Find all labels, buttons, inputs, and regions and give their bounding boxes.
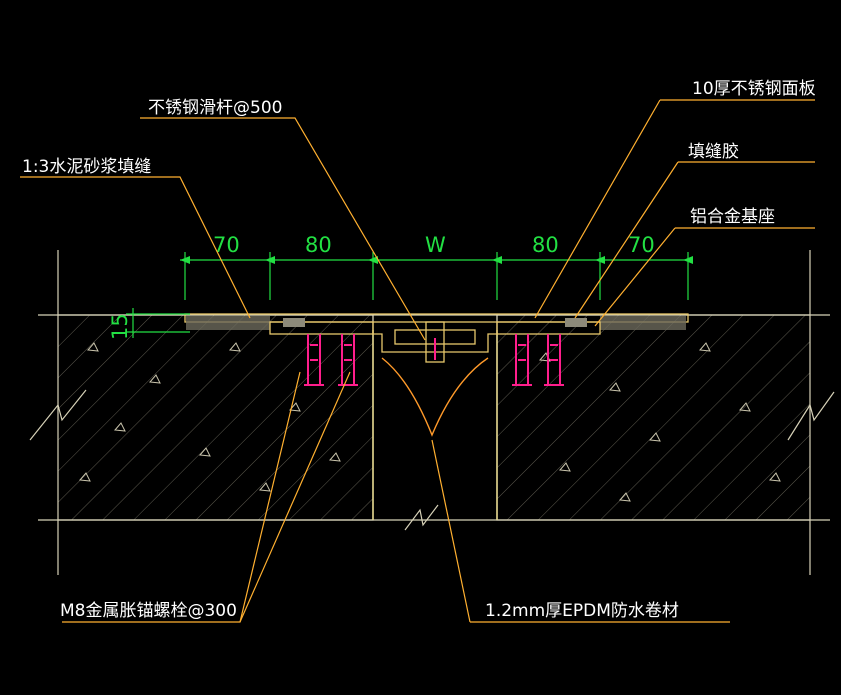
dim-70-right: 70 xyxy=(628,233,655,257)
dim-70-left: 70 xyxy=(213,233,240,257)
joint-gap xyxy=(372,330,498,520)
leader-lines xyxy=(20,99,815,623)
label-aluminium-base: 铝合金基座 xyxy=(690,207,775,227)
aggregate-marks xyxy=(78,342,781,502)
label-epdm-membrane: 1.2mm厚EPDM防水卷材 xyxy=(485,601,679,621)
concrete-slab-right xyxy=(496,314,810,521)
dim-w: W xyxy=(425,233,446,257)
label-anchor-bolt: M8金属胀锚螺栓@300 xyxy=(60,601,237,621)
concrete-slab-left xyxy=(58,314,374,521)
wall-lines xyxy=(29,250,835,575)
epdm-membrane xyxy=(381,357,489,437)
dim-80-right: 80 xyxy=(532,233,559,257)
dim-80-left: 80 xyxy=(305,233,332,257)
dim-15: 15 xyxy=(108,313,132,340)
dimension-ticks xyxy=(180,256,693,264)
anchor-bolts xyxy=(304,334,564,386)
cover-plate-assembly xyxy=(184,313,689,363)
label-stainless-slide-bar: 不锈钢滑杆@500 xyxy=(148,98,282,118)
label-stainless-cover-plate: 10厚不锈钢面板 xyxy=(692,79,816,99)
label-sealant: 填缝胶 xyxy=(688,142,739,162)
label-cement-mortar: 1:3水泥砂浆填缝 xyxy=(22,157,151,177)
